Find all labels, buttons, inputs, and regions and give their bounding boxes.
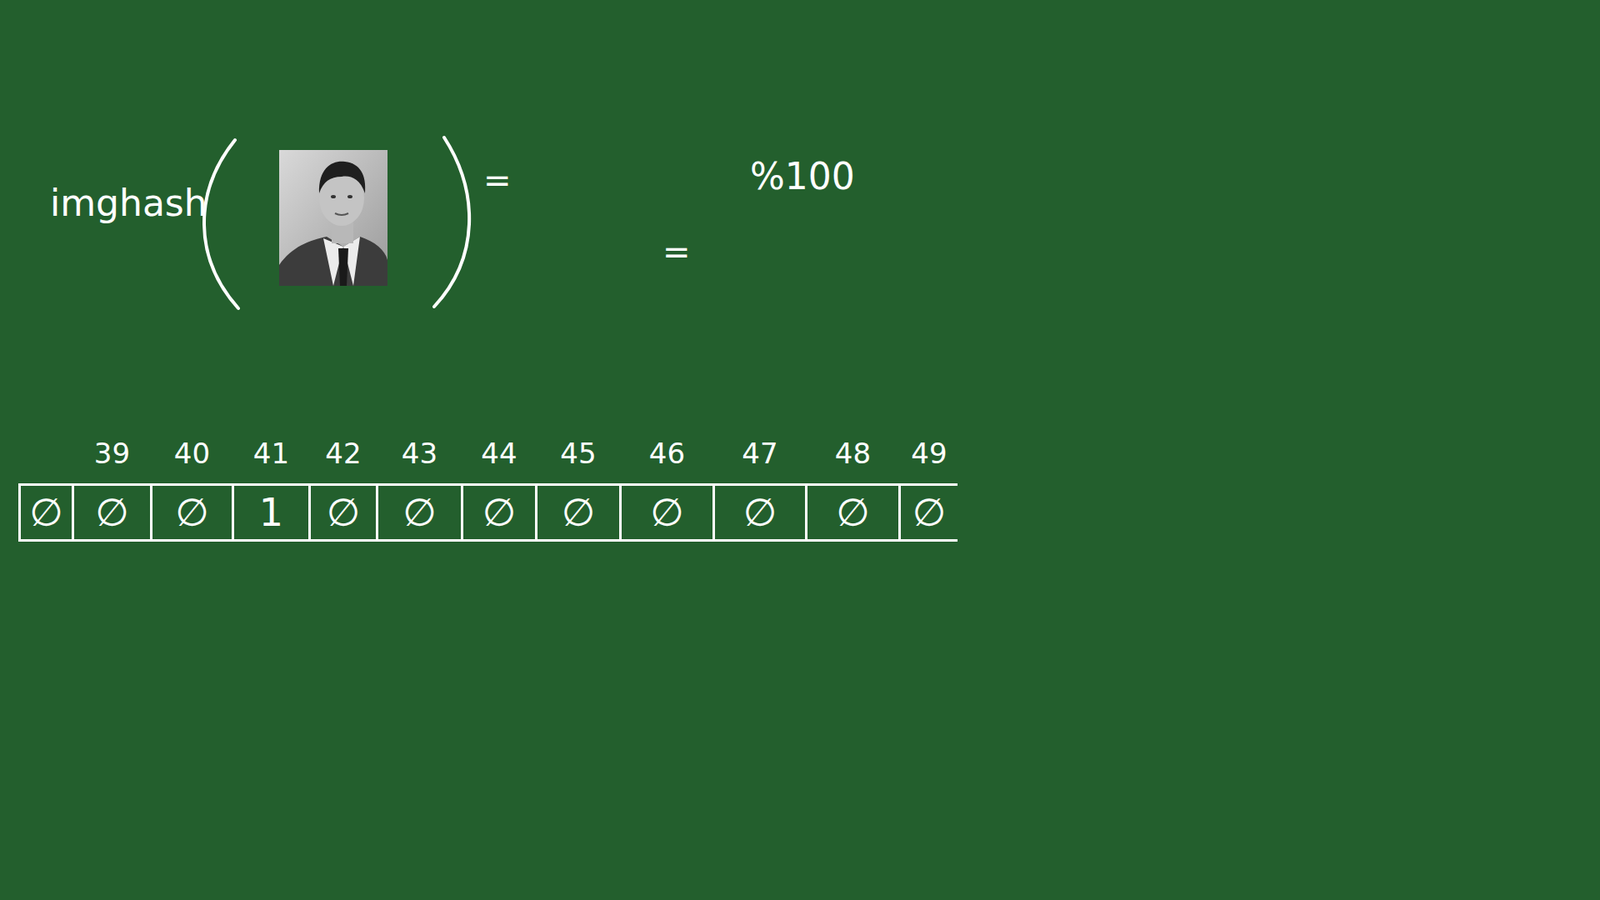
cell-value: ∅ xyxy=(29,493,63,532)
index-number: 48 xyxy=(807,439,899,468)
index-number: 46 xyxy=(621,439,713,468)
cell-value: 1 xyxy=(259,493,284,532)
array-cell: 47∅ xyxy=(712,483,805,542)
cell-value: ∅ xyxy=(650,493,684,532)
array-cell: 44∅ xyxy=(460,483,535,542)
index-number: 45 xyxy=(537,439,620,468)
array-cell: 40∅ xyxy=(150,483,232,542)
equals-sign: = xyxy=(483,163,512,197)
cell-value: ∅ xyxy=(326,493,360,532)
array-cell: 39∅ xyxy=(71,483,150,542)
index-number: 41 xyxy=(234,439,309,468)
left-paren xyxy=(204,140,239,309)
array-cell: 49∅ xyxy=(898,483,958,542)
index-number: 44 xyxy=(463,439,535,468)
index-number: 43 xyxy=(378,439,461,468)
cell-value: ∅ xyxy=(175,493,209,532)
array-cell: 42∅ xyxy=(308,483,376,542)
index-number: 42 xyxy=(310,439,376,468)
portrait-photo xyxy=(279,150,388,286)
array-cell: 45∅ xyxy=(535,483,620,542)
function-name: imghash xyxy=(50,185,208,222)
index-number: 40 xyxy=(152,439,232,468)
cell-value: ∅ xyxy=(835,493,870,532)
array-cell: 46∅ xyxy=(619,483,713,542)
cell-value: ∅ xyxy=(95,493,129,532)
equals-sign: = xyxy=(662,235,691,269)
cell-value: ∅ xyxy=(912,493,946,532)
array-cell: 48∅ xyxy=(805,483,899,542)
index-number: 39 xyxy=(74,439,150,468)
modulo-text: %100 xyxy=(750,158,855,195)
cell-value: ∅ xyxy=(402,493,436,532)
cell-value: ∅ xyxy=(561,493,595,532)
array-cell: ∅ xyxy=(18,483,72,542)
index-number: 49 xyxy=(900,439,958,468)
array-cell: 43∅ xyxy=(375,483,461,542)
cell-value: ∅ xyxy=(743,493,777,532)
cell-value: ∅ xyxy=(482,493,516,532)
index-number: 47 xyxy=(715,439,805,468)
right-paren xyxy=(434,137,470,307)
array-cell: 411 xyxy=(231,483,309,542)
